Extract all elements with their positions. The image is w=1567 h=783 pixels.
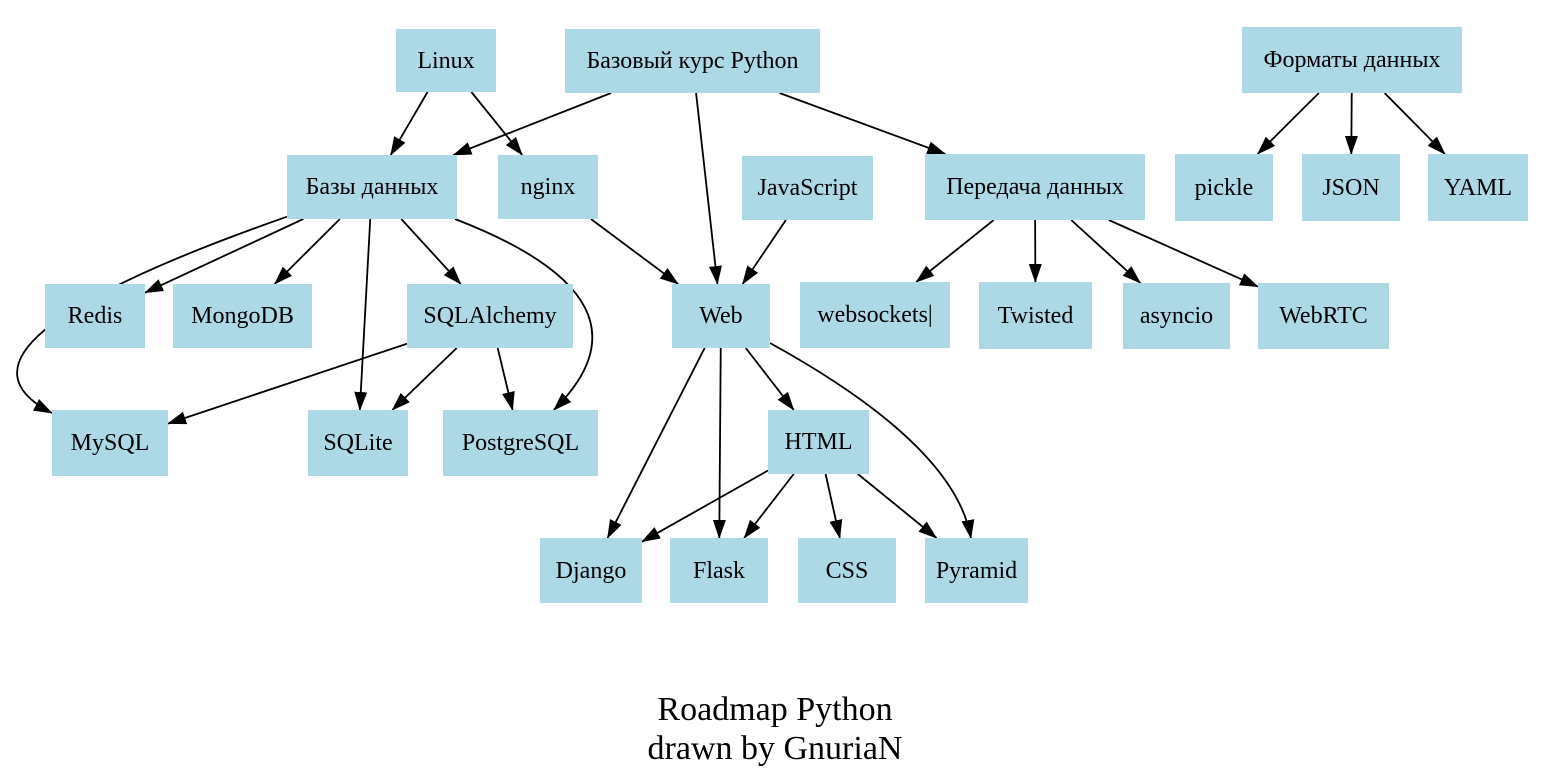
node-python_course: Базовый курс Python [565,29,820,93]
edge-linux-databases [389,91,429,156]
edge-python_course-web [695,92,722,285]
edge-databases-mysql [16,215,288,414]
node-postgresql: PostgreSQL [443,410,598,476]
edge-web-flask [712,347,726,539]
caption-title: Roadmap Python [657,691,893,728]
node-transfer: Передача данных [925,154,1145,220]
edge-python_course-transfer [779,92,947,155]
edge-javascript-web [741,219,787,285]
edge-linux-nginx [470,91,523,156]
edge-formats-pickle [1256,92,1320,155]
node-django: Django [540,538,642,603]
node-nginx: nginx [498,155,598,219]
node-redis: Redis [45,284,145,348]
node-web: Web [672,284,770,348]
edge-nginx-web [590,218,679,285]
node-pickle: pickle [1175,154,1273,221]
caption-credit: drawn by GnuriaN [647,730,903,767]
node-databases: Базы данных [287,155,457,219]
node-pyramid: Pyramid [925,538,1028,603]
edge-html-flask [743,473,795,539]
node-webrtc: WebRTC [1258,283,1389,349]
edge-web-django [606,347,706,539]
node-asyncio: asyncio [1123,283,1230,349]
node-formats: Форматы данных [1242,27,1462,93]
edge-sqlalchemy-sqlite [391,347,458,411]
edge-html-css [824,473,843,539]
node-mongodb: MongoDB [173,284,312,348]
edge-databases-sqlite [354,218,372,411]
edge-html-django [641,469,769,543]
edge-databases-postgresql [454,218,594,411]
edge-html-pyramid [857,473,938,539]
edge-databases-redis [144,218,304,294]
edge-databases-sqlalchemy [400,218,462,285]
node-flask: Flask [670,538,768,603]
node-sqlite: SQLite [308,410,408,476]
edge-sqlalchemy-mysql [167,342,408,425]
edge-transfer-asyncio [1070,219,1142,284]
node-linux: Linux [396,29,496,92]
edge-web-pyramid [769,342,975,539]
edge-formats-yaml [1383,92,1446,155]
node-json: JSON [1302,154,1400,221]
edge-databases-mongodb [273,218,341,285]
edge-transfer-webrtc [1108,219,1259,288]
node-yaml: YAML [1428,154,1528,221]
node-css: CSS [798,538,896,603]
edge-web-html [745,347,795,411]
edge-transfer-websockets [915,219,995,283]
edge-sqlalchemy-postgresql [496,347,515,411]
node-mysql: MySQL [52,410,168,476]
diagram-caption: Roadmap Python drawn by GnuriaN [300,690,1250,768]
node-sqlalchemy: SQLAlchemy [407,284,573,348]
edge-python_course-databases [452,92,612,156]
node-html: HTML [768,410,869,474]
node-websockets: websockets| [800,282,950,348]
node-javascript: JavaScript [742,156,873,220]
node-twisted: Twisted [979,282,1092,349]
